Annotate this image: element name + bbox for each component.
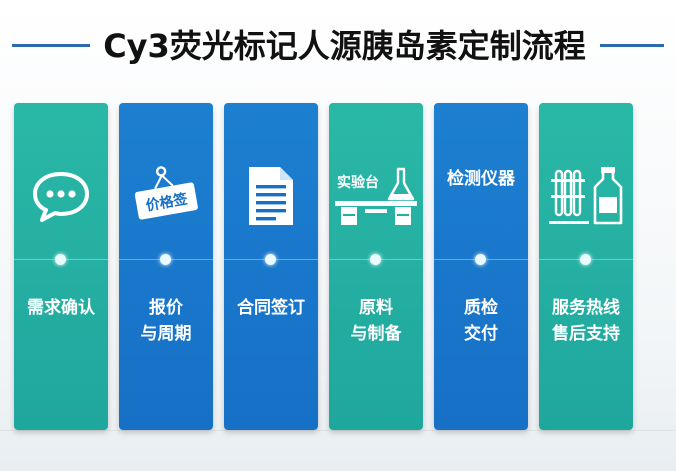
step-card-2: 价格签 报价 与周期 <box>119 103 213 430</box>
step-label: 合同签订 <box>226 295 316 321</box>
step-dot <box>475 254 486 265</box>
step-label-line: 原料 <box>359 298 393 318</box>
step-card-3: 合同签订 <box>224 103 318 430</box>
step-dot <box>265 254 276 265</box>
step-label: 服务热线 售后支持 <box>541 295 631 347</box>
instrument-icon: 检测仪器 <box>434 148 528 208</box>
step-label-line: 与周期 <box>140 324 192 344</box>
page-title: Cy3荧光标记人源胰岛素定制流程 <box>103 27 586 65</box>
lab-bench-text: 实验台 <box>337 174 379 191</box>
step-label-line: 合同签订 <box>237 298 305 318</box>
bottom-edge <box>0 430 676 431</box>
step-dot <box>580 254 591 265</box>
step-label-line: 与制备 <box>350 324 402 344</box>
step-card-1: 需求确认 <box>14 103 108 430</box>
step-label: 报价 与周期 <box>121 295 211 347</box>
price-tag-icon: 价格签 <box>119 158 213 233</box>
step-label-line: 售后支持 <box>552 324 620 344</box>
step-dot <box>370 254 381 265</box>
step-card-5: 检测仪器 质检 交付 <box>434 103 528 430</box>
header: Cy3荧光标记人源胰岛素定制流程 <box>0 0 676 92</box>
step-label: 原料 与制备 <box>331 295 421 347</box>
document-icon <box>224 158 318 233</box>
step-card-6: 服务热线 售后支持 <box>539 103 633 430</box>
lab-bench-icon: 实验台 <box>329 158 423 233</box>
step-dot <box>55 254 66 265</box>
step-label-line: 质检 <box>464 298 498 318</box>
step-dot <box>160 254 171 265</box>
chat-bubble-icon <box>14 158 108 233</box>
step-label-line: 需求确认 <box>27 298 95 318</box>
step-card-4: 实验台 原料 与制备 <box>329 103 423 430</box>
test-tubes-bottle-icon <box>539 158 633 233</box>
step-label-line: 报价 <box>149 298 183 318</box>
title-rule-right <box>600 44 664 47</box>
title-rule-left <box>12 44 90 47</box>
step-label-line: 服务热线 <box>552 298 620 318</box>
step-label-line: 交付 <box>464 324 498 344</box>
step-label: 需求确认 <box>16 295 106 321</box>
step-label: 质检 交付 <box>436 295 526 347</box>
instrument-text: 检测仪器 <box>447 168 516 189</box>
